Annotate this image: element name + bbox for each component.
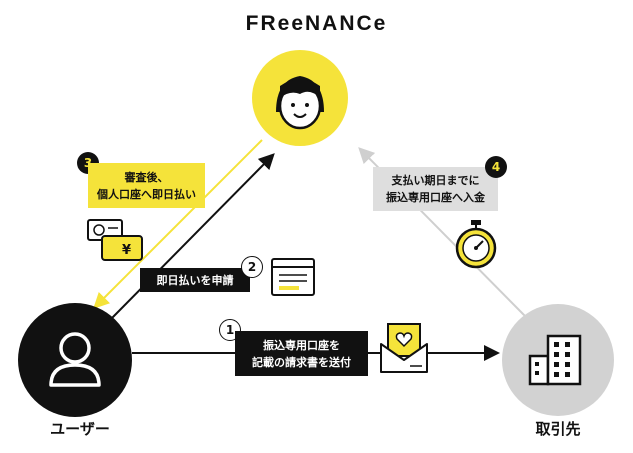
client-label: 取引先 <box>535 420 581 438</box>
envelope-heart-icon <box>380 323 428 373</box>
step-3-box: 審査後、 個人口座へ即日払い <box>88 163 205 208</box>
step-4-line1: 支払い期日までに <box>391 174 480 187</box>
svg-text:¥: ¥ <box>122 243 131 258</box>
step-2-box: 即日払いを申請 <box>140 268 250 292</box>
arrow-user-to-freenance <box>111 153 275 319</box>
client-circle <box>502 304 614 416</box>
brand-logo: FReeNANCe <box>245 12 388 35</box>
step-1-box: 振込専用口座を 記載の請求書を送付 <box>235 331 368 376</box>
step-1-line2: 記載の請求書を送付 <box>252 355 351 369</box>
step-3-line2: 個人口座へ即日払い <box>97 187 196 201</box>
arrow-freenance-to-user <box>93 139 263 309</box>
application-form-icon <box>271 258 315 296</box>
user-label: ユーザー <box>50 420 110 438</box>
step-2-line1: 即日払いを申請 <box>156 273 234 287</box>
building-icon <box>528 334 582 386</box>
step-1-line1: 振込専用口座を <box>263 338 340 352</box>
user-circle <box>18 303 132 417</box>
cash-wallet-icon: ¥ <box>87 219 143 261</box>
stopwatch-icon <box>455 220 497 269</box>
freenance-circle <box>252 50 348 146</box>
smiling-face-icon <box>276 76 324 130</box>
step-4-line2: 振込専用口座へ入金 <box>386 191 485 204</box>
step-2-number: 2 <box>241 256 263 278</box>
step-4-box: 支払い期日までに 振込専用口座へ入金 <box>373 167 498 211</box>
step-3-line1: 審査後、 <box>124 170 169 184</box>
person-icon <box>49 332 101 387</box>
step-4-number: 4 <box>485 156 507 178</box>
